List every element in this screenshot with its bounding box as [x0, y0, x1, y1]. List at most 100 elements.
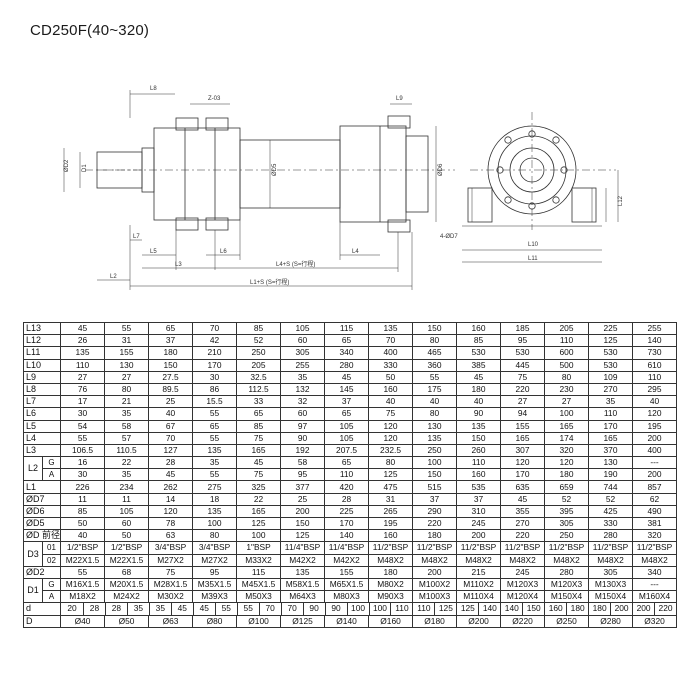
dim-l5: L5	[150, 249, 157, 255]
table-cell: 105	[324, 419, 370, 433]
table-cell: 115	[324, 321, 370, 336]
table-cell: 30	[60, 407, 106, 421]
table-cell: 245	[500, 565, 546, 579]
row-label: L3	[22, 443, 62, 458]
table-cell: 500	[544, 358, 590, 372]
table-cell: Ø220	[500, 614, 546, 628]
dim-d5: ØD5	[272, 163, 278, 176]
table-cell: 225	[588, 321, 634, 336]
table-cell: 55	[192, 431, 238, 445]
table-cell: 11/2"BSP	[544, 541, 590, 555]
table-cell: 115	[236, 565, 282, 579]
row-label: ØD 前径	[22, 529, 62, 543]
table-cell: 58	[280, 456, 326, 470]
cylinder-engineering-drawing: L8 Z-03 L9 ØD2 D1 ØD5 ØD6 L7 L5 L6 L3 L4…	[63, 86, 624, 290]
dim-l9: L9	[396, 96, 403, 102]
table-cell: 490	[632, 504, 678, 519]
table-cell: 70	[192, 321, 238, 336]
table-cell: 20	[67, 603, 77, 614]
table-cell: 535	[456, 480, 502, 494]
table-cell: 130	[412, 419, 458, 433]
table-cell: Ø40	[60, 614, 106, 628]
table-cell: 160	[544, 603, 566, 614]
table-cell: 70	[280, 603, 303, 614]
page-title: CD250F(40~320)	[30, 22, 150, 39]
table-cell: 180	[148, 346, 194, 360]
table-cell: 250	[412, 443, 458, 458]
table-cell: 28	[82, 603, 105, 614]
table-cell: 530	[500, 346, 546, 360]
table-cell: 3/4"BSP	[148, 541, 194, 555]
table-cell: M65X1.5	[324, 577, 370, 592]
table-cell: M33X2	[236, 553, 282, 567]
table-cell: 130	[104, 358, 150, 372]
table-cell: M120X3	[500, 577, 546, 592]
table-cell: 280	[324, 358, 370, 372]
table-cell: 27	[544, 395, 590, 409]
table-cell: 475	[368, 480, 414, 494]
table-cell: 530	[588, 346, 634, 360]
dim-l3: L3	[175, 262, 182, 268]
table-cell: 165	[236, 504, 282, 519]
table-cell: 35	[588, 395, 634, 409]
table-cell: M80X2	[368, 577, 414, 592]
table-cell: 125	[588, 334, 634, 348]
table-cell: 270	[500, 516, 546, 531]
table-cell: 195	[632, 419, 678, 433]
table-cell: 70	[148, 431, 194, 445]
table-cell: 58	[104, 419, 150, 433]
table-cell: 45	[456, 370, 502, 384]
table-cell: 307	[500, 443, 546, 458]
dim-l7: L7	[133, 234, 140, 240]
row-label: L13	[22, 321, 62, 336]
table-cell: 425	[588, 504, 634, 519]
table-cell: 340	[324, 346, 370, 360]
table-cell: 52	[544, 492, 590, 506]
table-cell: 120	[544, 456, 590, 470]
table-cell: 600	[544, 346, 590, 360]
table-cell: 140	[632, 334, 678, 348]
table-cell: 60	[280, 407, 326, 421]
table-cell: 95	[500, 334, 546, 348]
table-cell: Ø180	[412, 614, 458, 628]
table-cell: 305	[544, 516, 590, 531]
table-cell: 220	[654, 603, 675, 614]
table-cell: 55	[192, 407, 238, 421]
table-cell: 45	[148, 468, 194, 482]
table-cell: M100X3	[412, 590, 458, 604]
row-label: L1	[22, 480, 62, 494]
table-cell: 160	[456, 468, 502, 482]
table-cell: 40	[412, 395, 458, 409]
row-label: L5	[22, 419, 62, 433]
table-cell: M50X3	[236, 590, 282, 604]
table-cell: 55	[236, 603, 259, 614]
table-cell: 226	[60, 480, 106, 494]
table-cell: 110	[456, 456, 502, 470]
table-cell: 65	[324, 334, 370, 348]
table-cell: 11/2"BSP	[368, 541, 414, 555]
table-cell: 78	[148, 516, 194, 531]
row-label: d	[22, 602, 62, 616]
table-cell: M48X2	[456, 553, 502, 567]
table-cell: 385	[456, 358, 502, 372]
table-cell: 234	[104, 480, 150, 494]
table-cell: 200	[632, 468, 678, 482]
table-cell: 150	[412, 321, 458, 336]
row-sub-label: G	[41, 456, 62, 470]
dim-l1s: L1+S (S=行程)	[250, 278, 289, 286]
dim-l11: L11	[528, 256, 538, 262]
table-cell: 112.5	[236, 382, 282, 397]
table-cell: 160	[368, 382, 414, 397]
table-cell: 140	[478, 603, 500, 614]
table-cell: 60	[280, 334, 326, 348]
table-cell: 11/2"BSP	[412, 541, 458, 555]
table-cell: 230	[544, 382, 590, 397]
table-cell: 65	[324, 456, 370, 470]
table-cell: 355	[500, 504, 546, 519]
table-cell: 295	[632, 382, 678, 397]
table-cell: 17	[60, 395, 106, 409]
